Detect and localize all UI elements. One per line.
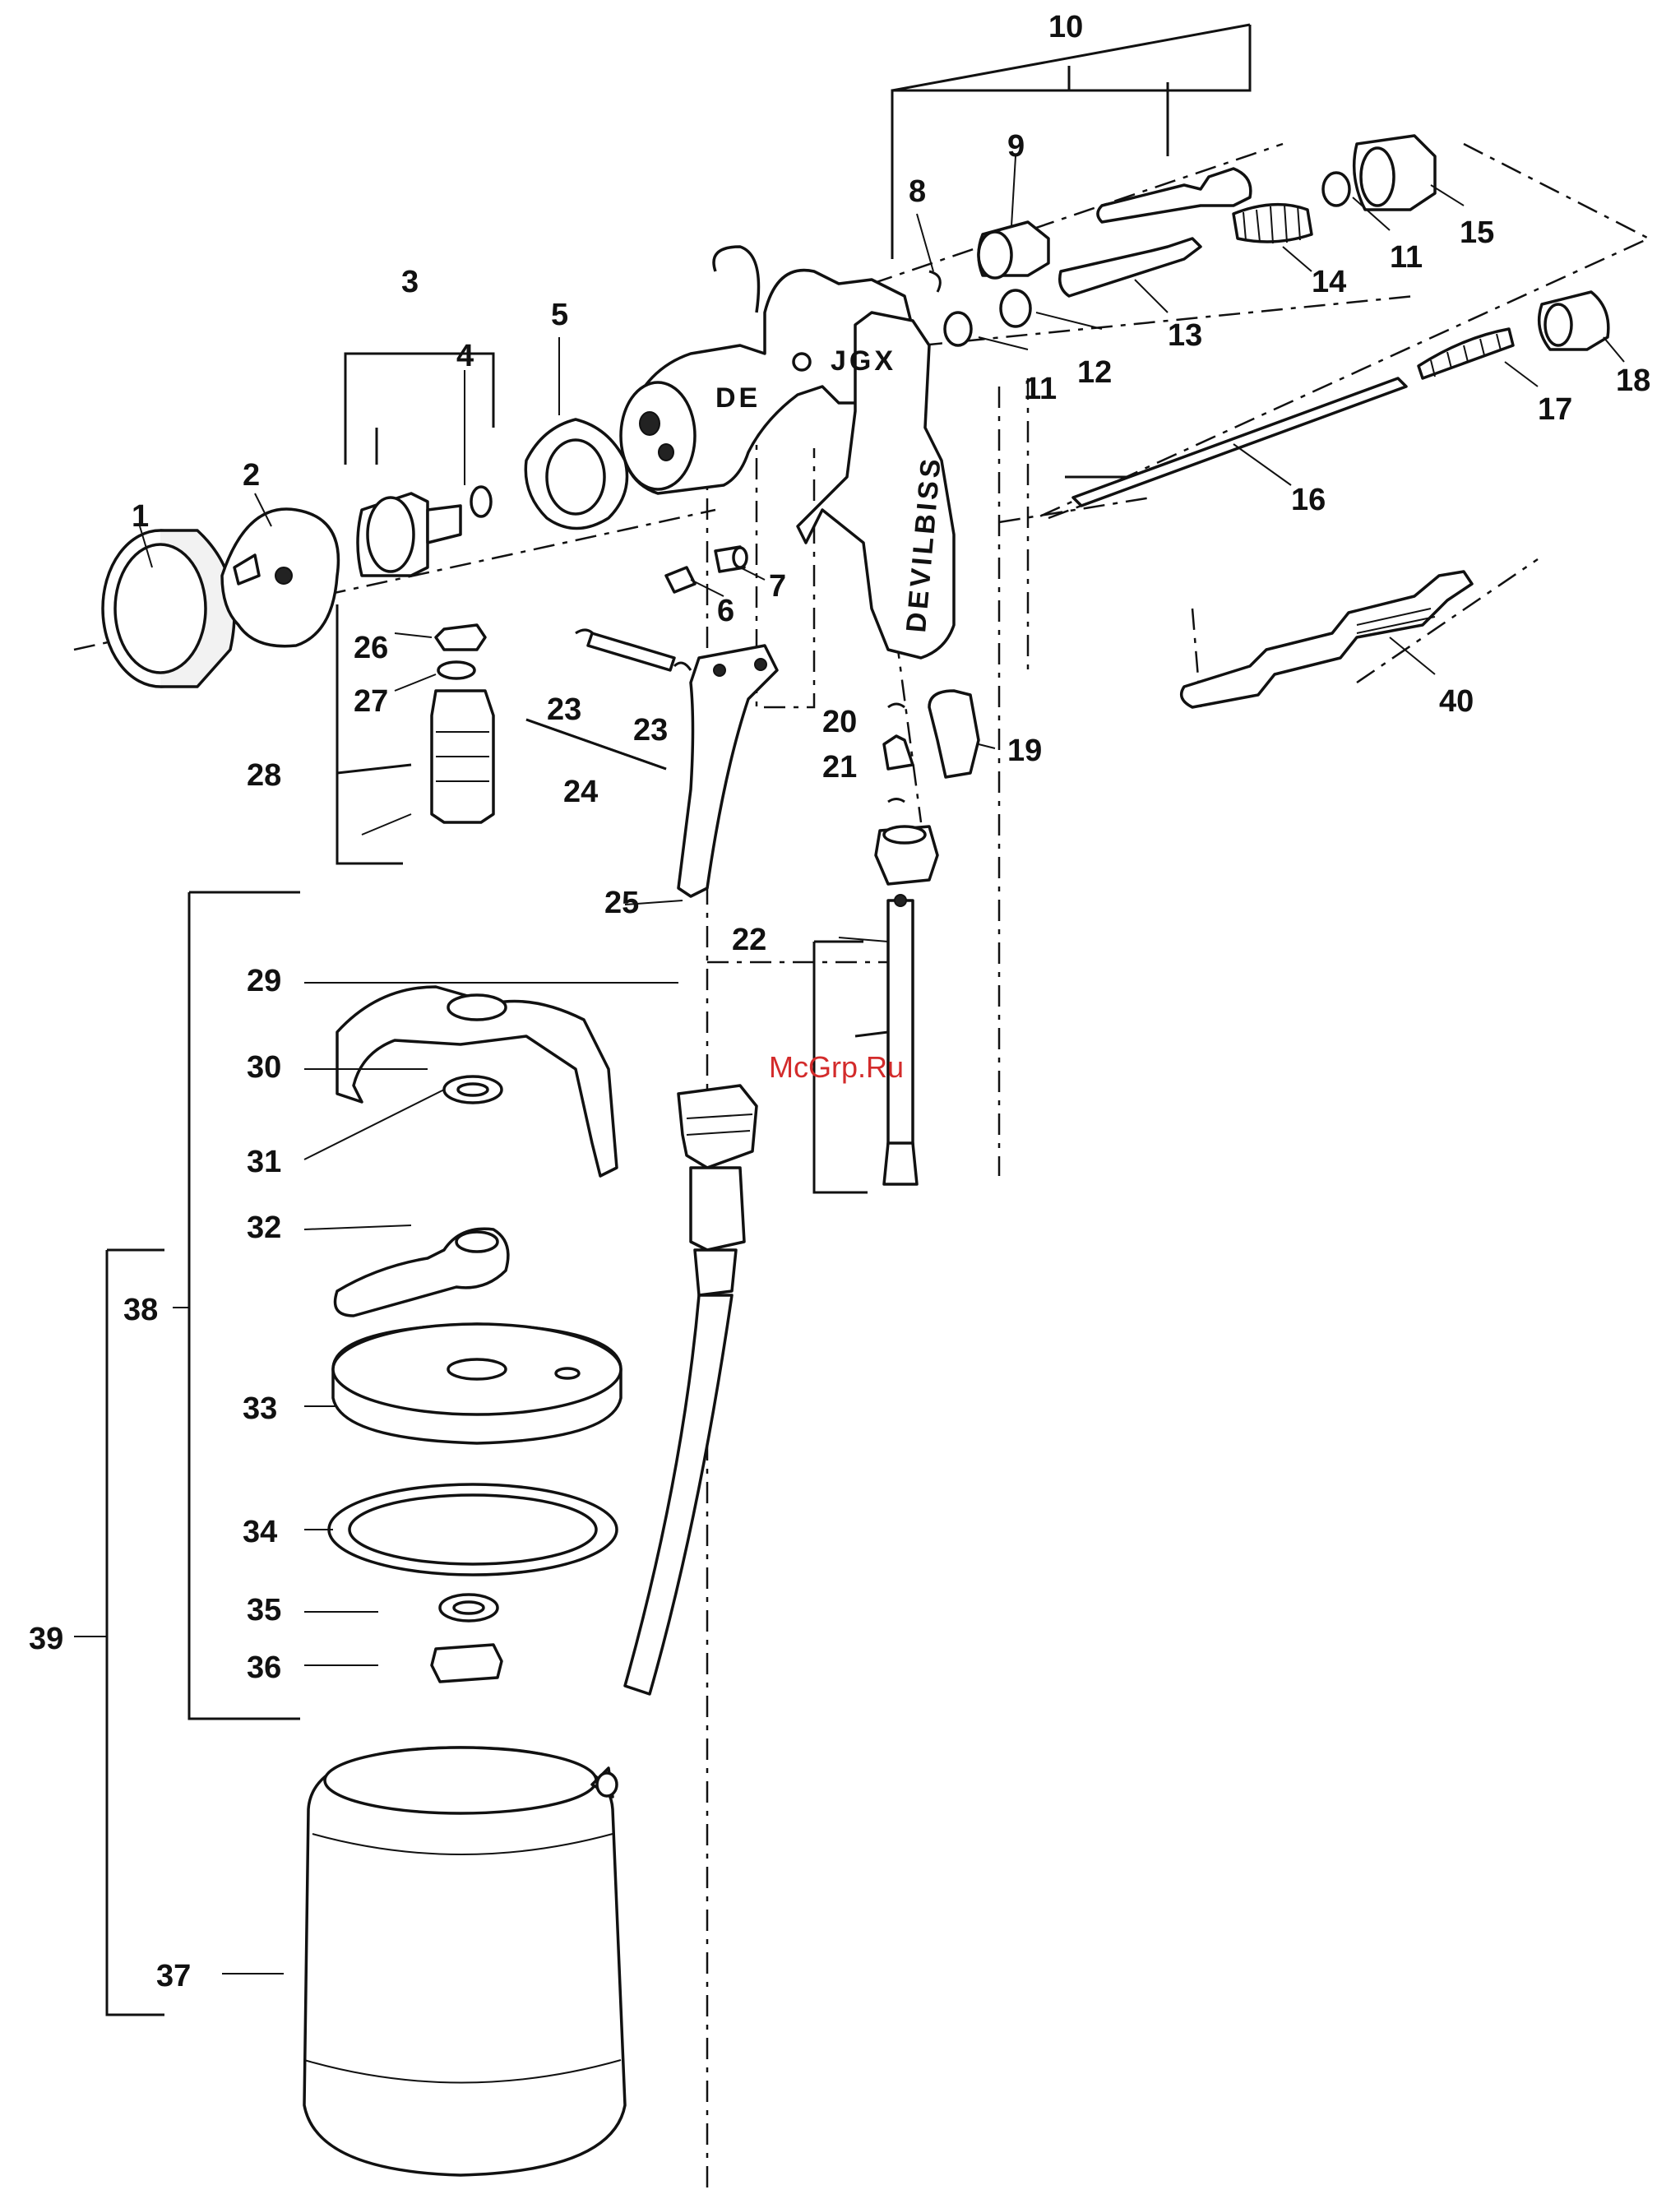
part-11-top-ring [1323,173,1349,206]
part-9-nut [876,826,937,884]
part-3-fluid-tip [358,493,460,576]
label-33: 33 [243,1391,277,1426]
watermark-text: McGrp.Ru [769,1050,904,1084]
label-17: 17 [1538,392,1572,427]
label-7: 7 [769,569,786,604]
label-5: 5 [551,298,568,332]
label-23-left: 23 [547,692,581,727]
part-5-baffle [525,419,627,529]
label-23-right: 23 [633,713,668,748]
label-8-top: 8 [909,174,926,209]
label-4: 4 [456,339,474,373]
label-16: 16 [1291,483,1326,517]
label-37: 37 [156,1959,191,1993]
part-23-pin-springs [576,630,691,670]
part-6-plug [666,567,695,592]
part-35-washer [440,1595,498,1621]
label-39: 39 [29,1622,63,1656]
part-40-tool [1182,572,1472,707]
gun-body-mark-text: DE [715,382,761,414]
label-2: 2 [243,458,260,493]
label-25: 25 [604,886,639,920]
gun-model-text: JGX [831,345,896,377]
label-30: 30 [247,1050,281,1085]
label-18: 18 [1616,363,1650,398]
part-19-air-inlet [929,691,979,777]
part-22-fluid-tube [884,895,917,1184]
label-1: 1 [132,499,149,534]
label-38: 38 [123,1293,158,1327]
label-20: 20 [822,705,857,739]
hose [625,1295,732,1694]
part-8-clip [888,799,905,803]
part-36-nut [432,1645,502,1682]
part-9-nut-top [979,222,1048,278]
label-31: 31 [247,1145,281,1179]
label-15: 15 [1460,215,1494,250]
label-3: 3 [401,265,419,299]
label-35: 35 [247,1593,281,1627]
label-9-top: 9 [1007,129,1025,164]
label-32: 32 [247,1211,281,1245]
label-13: 13 [1168,318,1202,353]
part-21-seal [884,736,913,769]
label-19: 19 [1007,734,1042,768]
part-8-clip-top [929,271,940,292]
part-20-clip [888,704,905,707]
label-34: 34 [243,1515,277,1549]
part-13-valve-rod [1060,238,1201,296]
part-32-lever [336,1229,508,1316]
part-1-air-cap-ring [103,530,234,687]
label-11-left: 11 [1024,372,1057,406]
label-22: 22 [732,923,766,957]
part-12-washer [1001,290,1030,326]
label-40: 40 [1439,684,1474,719]
part-10-valve-stem [1098,169,1251,222]
label-6: 6 [717,594,734,628]
label-28: 28 [247,758,281,793]
label-26: 26 [354,631,388,665]
part-16-needle [1073,378,1406,506]
label-27: 27 [354,684,388,719]
label-21: 21 [822,750,857,785]
label-24: 24 [563,775,598,809]
part-14-spring [1233,205,1312,243]
part-31-seal [444,1076,502,1103]
part-27-washer-small [438,662,474,678]
label-29: 29 [247,964,281,998]
part-18-adjust-knob [1539,292,1608,350]
part-25-trigger [678,646,777,896]
part-11-ring [945,312,971,345]
label-11-right: 11 [1390,240,1423,275]
part-26-nut-small [436,625,485,650]
part-29-hose-connector [678,1086,757,1295]
label-36: 36 [247,1650,281,1685]
part-15-cap [1354,136,1435,210]
part-34-gasket [329,1484,617,1575]
part-2-air-cap [222,509,338,646]
part-37-cup [304,1748,625,2175]
label-14: 14 [1312,265,1346,299]
label-10: 10 [1048,10,1083,44]
part-33-cup-lid [333,1324,621,1443]
part-4-seal-ring [471,487,491,516]
label-12: 12 [1077,355,1112,390]
part-28-connector [432,691,493,822]
